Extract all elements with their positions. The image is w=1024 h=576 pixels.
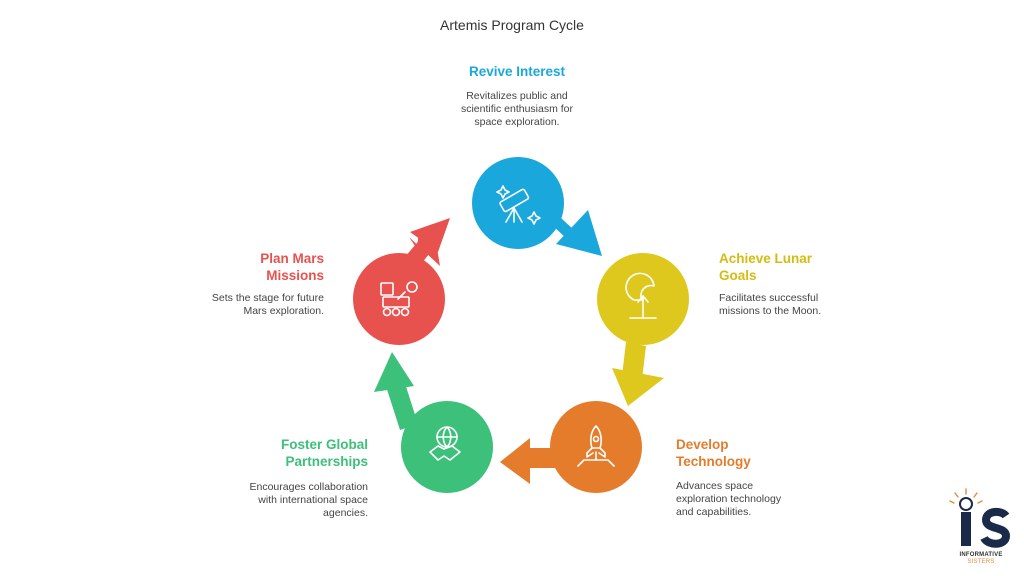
step-description-foster-global-partnerships: Encourages collaboration with internatio… <box>249 481 369 519</box>
step-circle-plan-mars-missions <box>353 253 445 345</box>
step-circle-achieve-lunar-goals <box>597 253 689 345</box>
step-heading-revive-interest: Revive Interest <box>468 64 566 79</box>
step-description-plan-mars-missions: Sets the stage for future Mars explorati… <box>211 292 324 317</box>
logo-text-informative: INFORMATIVE <box>959 552 1003 558</box>
step-circle-foster-global-partnerships <box>401 401 493 493</box>
logo-text-sisters: SISTERS <box>967 559 995 565</box>
step-heading-foster-global-partnerships: Foster Global Partnerships <box>280 437 368 469</box>
rocket-icon <box>577 425 615 467</box>
arrow-head-to-yellow <box>556 210 602 256</box>
arrow-yellow-to-orange <box>622 342 646 380</box>
arrow-head-to-green <box>500 438 530 484</box>
informative-sisters-logo: INFORMATIVE SISTERS <box>946 488 1016 568</box>
moon-flag-icon <box>625 272 657 319</box>
diagram-title: Artemis Program Cycle <box>440 17 584 33</box>
step-description-achieve-lunar-goals: Facilitates successful missions to the M… <box>719 292 822 317</box>
bulb-icon <box>949 488 1011 548</box>
handshake-globe-icon <box>429 426 461 461</box>
telescope-icon <box>496 185 541 225</box>
step-heading-plan-mars-missions: Plan Mars Missions <box>260 251 324 283</box>
step-circle-revive-interest <box>472 157 564 249</box>
step-heading-develop-technology: Develop Technology <box>676 437 751 469</box>
arrow-head-to-red <box>374 352 414 392</box>
arrow-head-to-blue <box>410 218 450 252</box>
step-circle-develop-technology <box>550 401 642 493</box>
arrow-head-to-orange <box>612 368 664 406</box>
step-heading-achieve-lunar-goals: Achieve Lunar Goals <box>719 251 813 283</box>
step-description-revive-interest: Revitalizes public and scientific enthus… <box>460 90 574 128</box>
step-description-develop-technology: Advances space exploration technology an… <box>676 480 782 518</box>
rover-icon <box>380 281 418 317</box>
